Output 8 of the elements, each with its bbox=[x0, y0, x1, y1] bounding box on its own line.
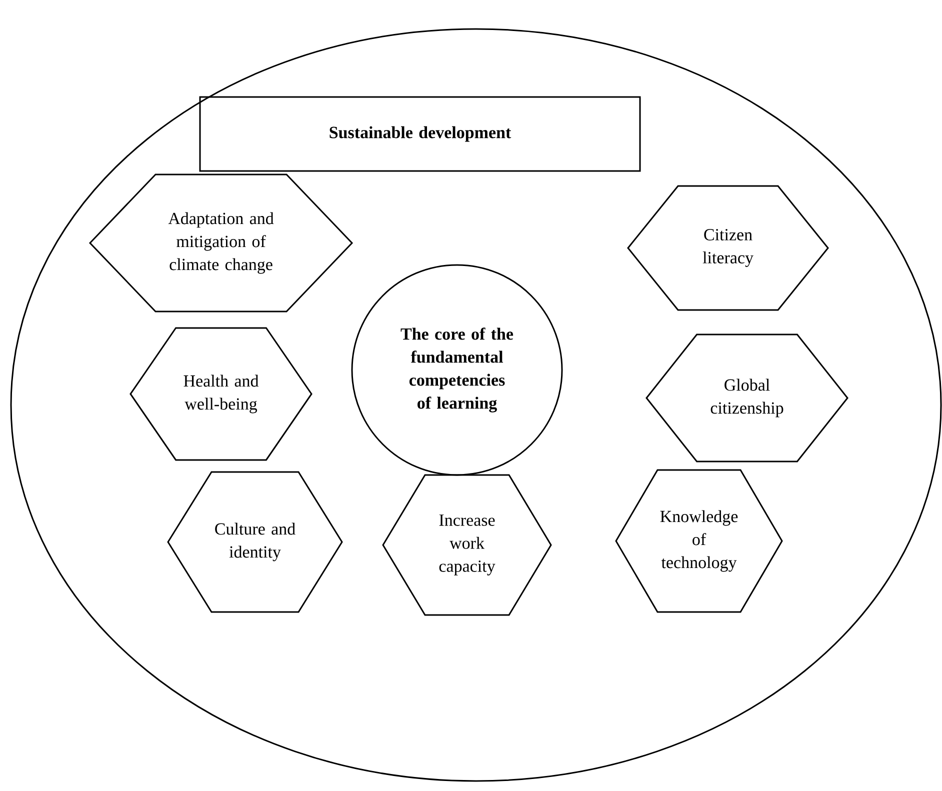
hexagon: Global citizenship bbox=[646, 334, 848, 462]
title-box: Sustainable development bbox=[199, 96, 641, 172]
hexagon: Citizen literacy bbox=[627, 185, 829, 311]
outer-ellipse bbox=[10, 28, 942, 782]
hexagon: Health and well-being bbox=[130, 327, 312, 461]
hexagon: Culture and identity bbox=[167, 471, 343, 613]
hexagon: Increase work capacity bbox=[382, 474, 552, 616]
hexagon: Knowledge of technology bbox=[615, 469, 783, 613]
